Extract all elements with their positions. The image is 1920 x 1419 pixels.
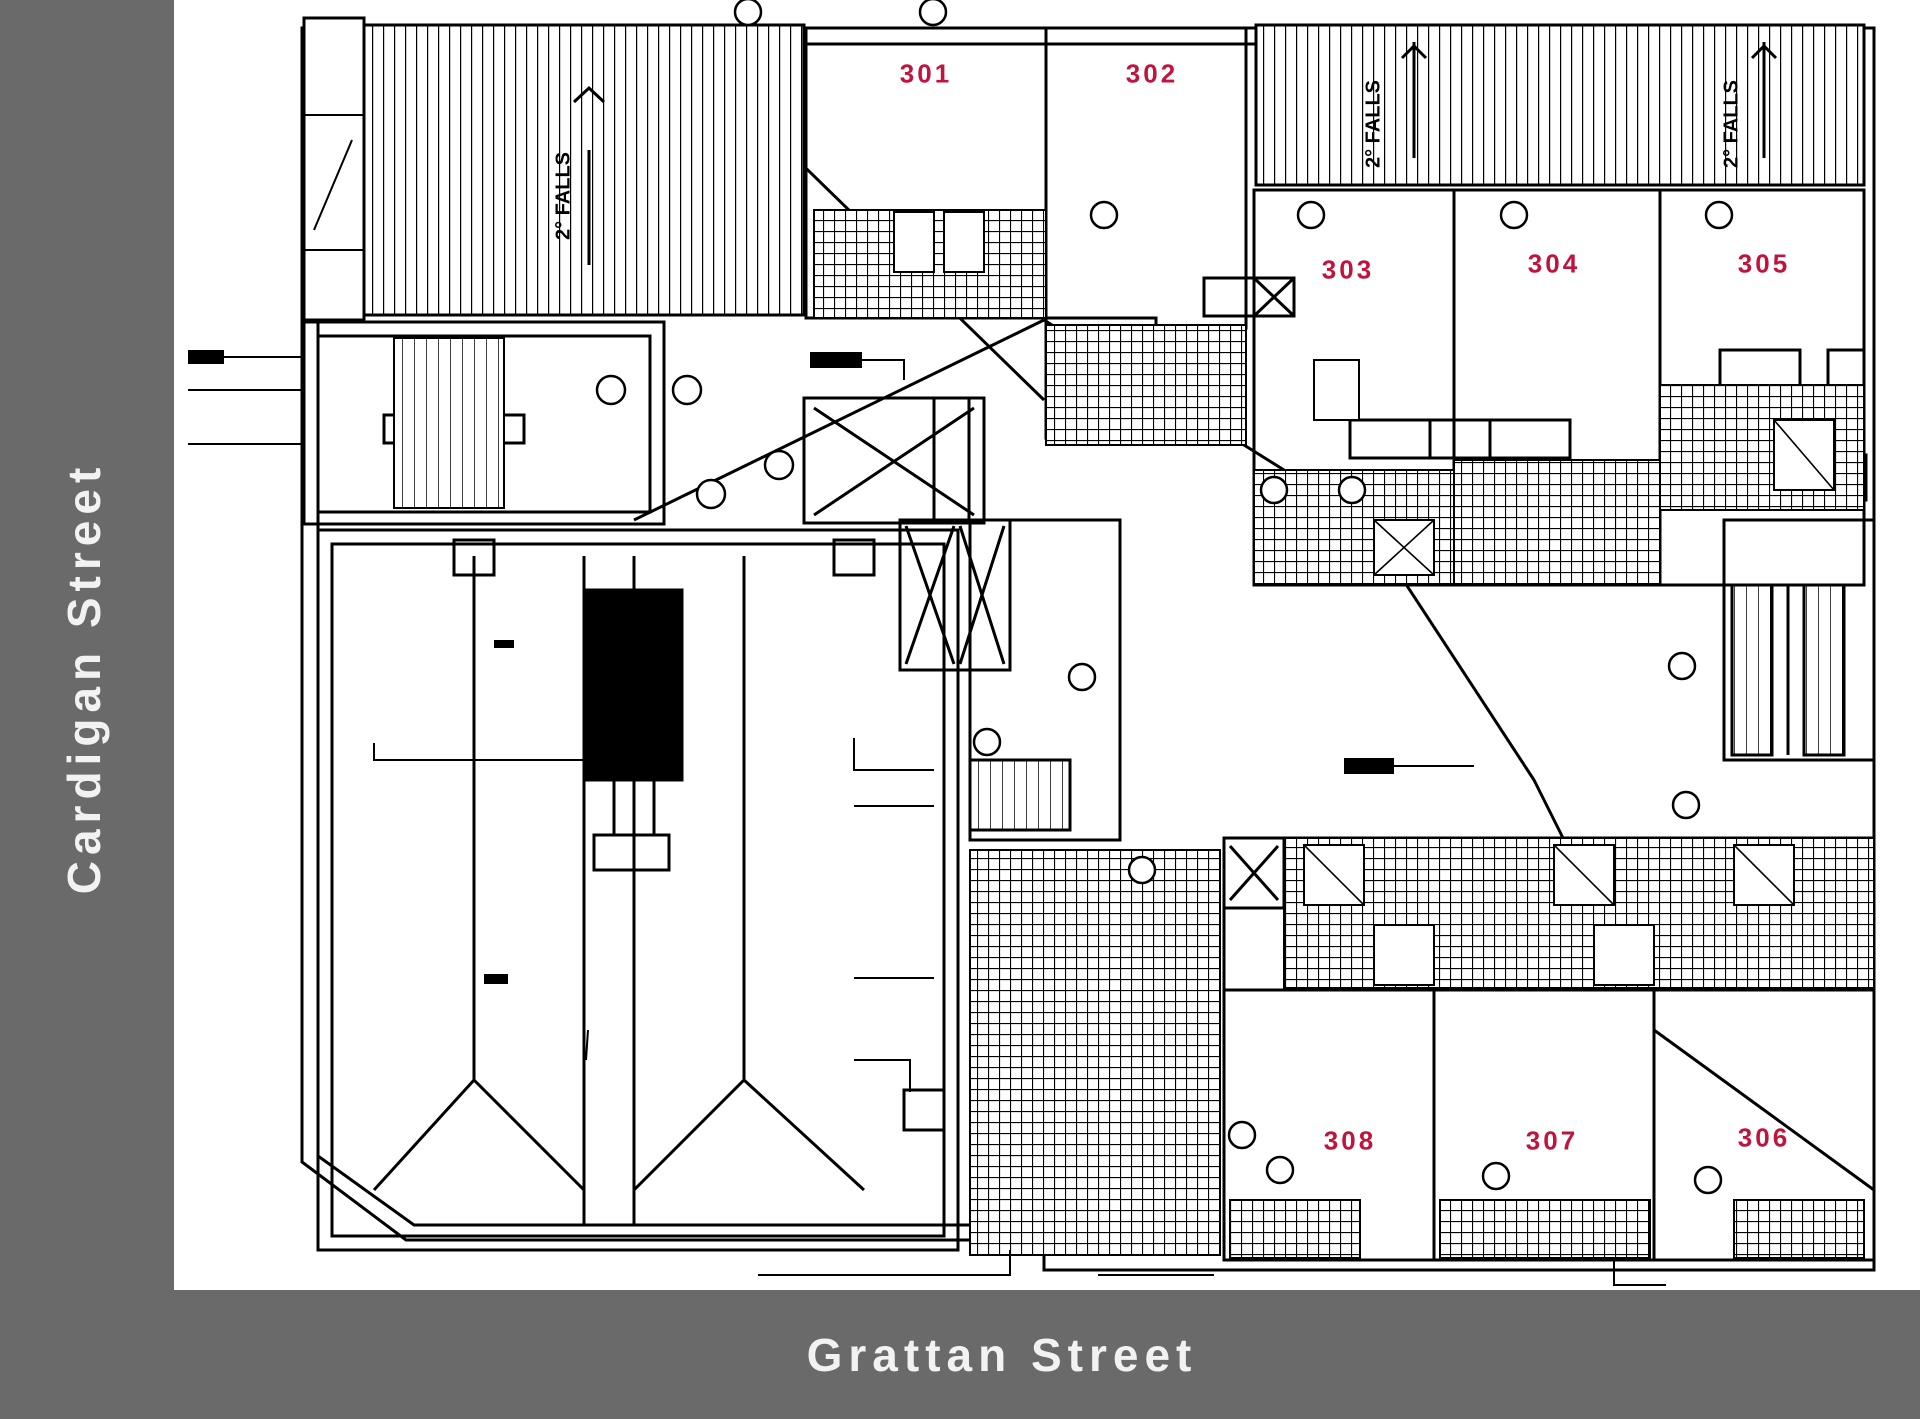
cardigan-street-label: Cardigan Street	[58, 461, 110, 895]
unit-304-label: 304	[1527, 248, 1581, 279]
unit-305-label: 305	[1737, 248, 1791, 279]
falls-label-right-deck-a: 2° FALLS	[1362, 79, 1385, 169]
floor-plan-drawing: 301 302 303 304 305 306 307 308 2° FALLS…	[174, 0, 1920, 1290]
unit-308-label: 308	[1323, 1125, 1377, 1156]
falls-label-left-deck: 2° FALLS	[552, 151, 575, 241]
floor-plan-linework	[188, 0, 1876, 1286]
unit-303-label: 303	[1321, 254, 1375, 285]
grattan-street-label: Grattan Street	[806, 1329, 1198, 1381]
unit-301-label: 301	[899, 58, 953, 89]
unit-307-label: 307	[1525, 1125, 1579, 1156]
unit-306-label: 306	[1737, 1122, 1791, 1153]
falls-label-right-deck-b: 2° FALLS	[1720, 79, 1743, 169]
unit-302-label: 302	[1125, 58, 1179, 89]
